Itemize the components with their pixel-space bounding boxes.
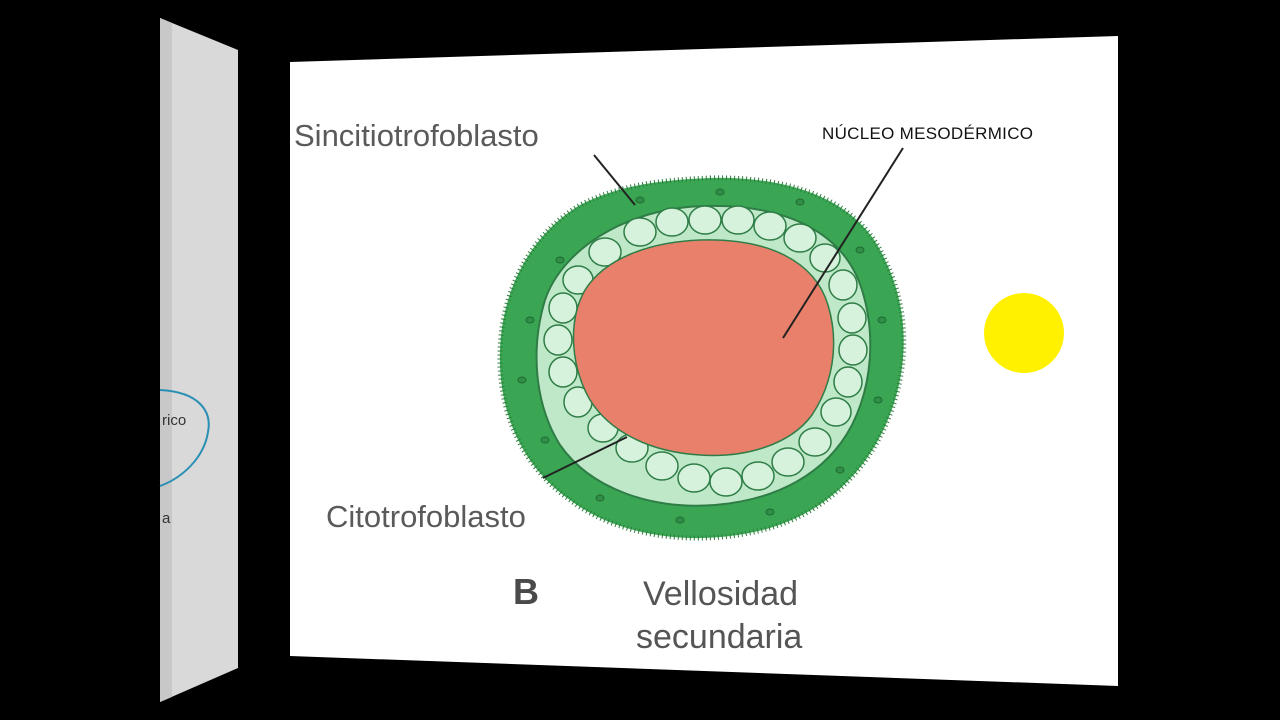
panel-letter: B [513,571,539,613]
caption-line-2: secundaria [636,618,802,657]
label-syncytiotrophoblast: Sincitiotrofoblasto [294,118,539,154]
mesodermal-core [574,240,834,456]
caption-line-1: Vellosidad [643,575,798,614]
label-cytotrophoblast: Citotrofoblasto [326,499,526,535]
yellow-circle [984,293,1064,373]
label-mesodermal-core: NÚCLEO MESODÉRMICO [822,124,1033,144]
